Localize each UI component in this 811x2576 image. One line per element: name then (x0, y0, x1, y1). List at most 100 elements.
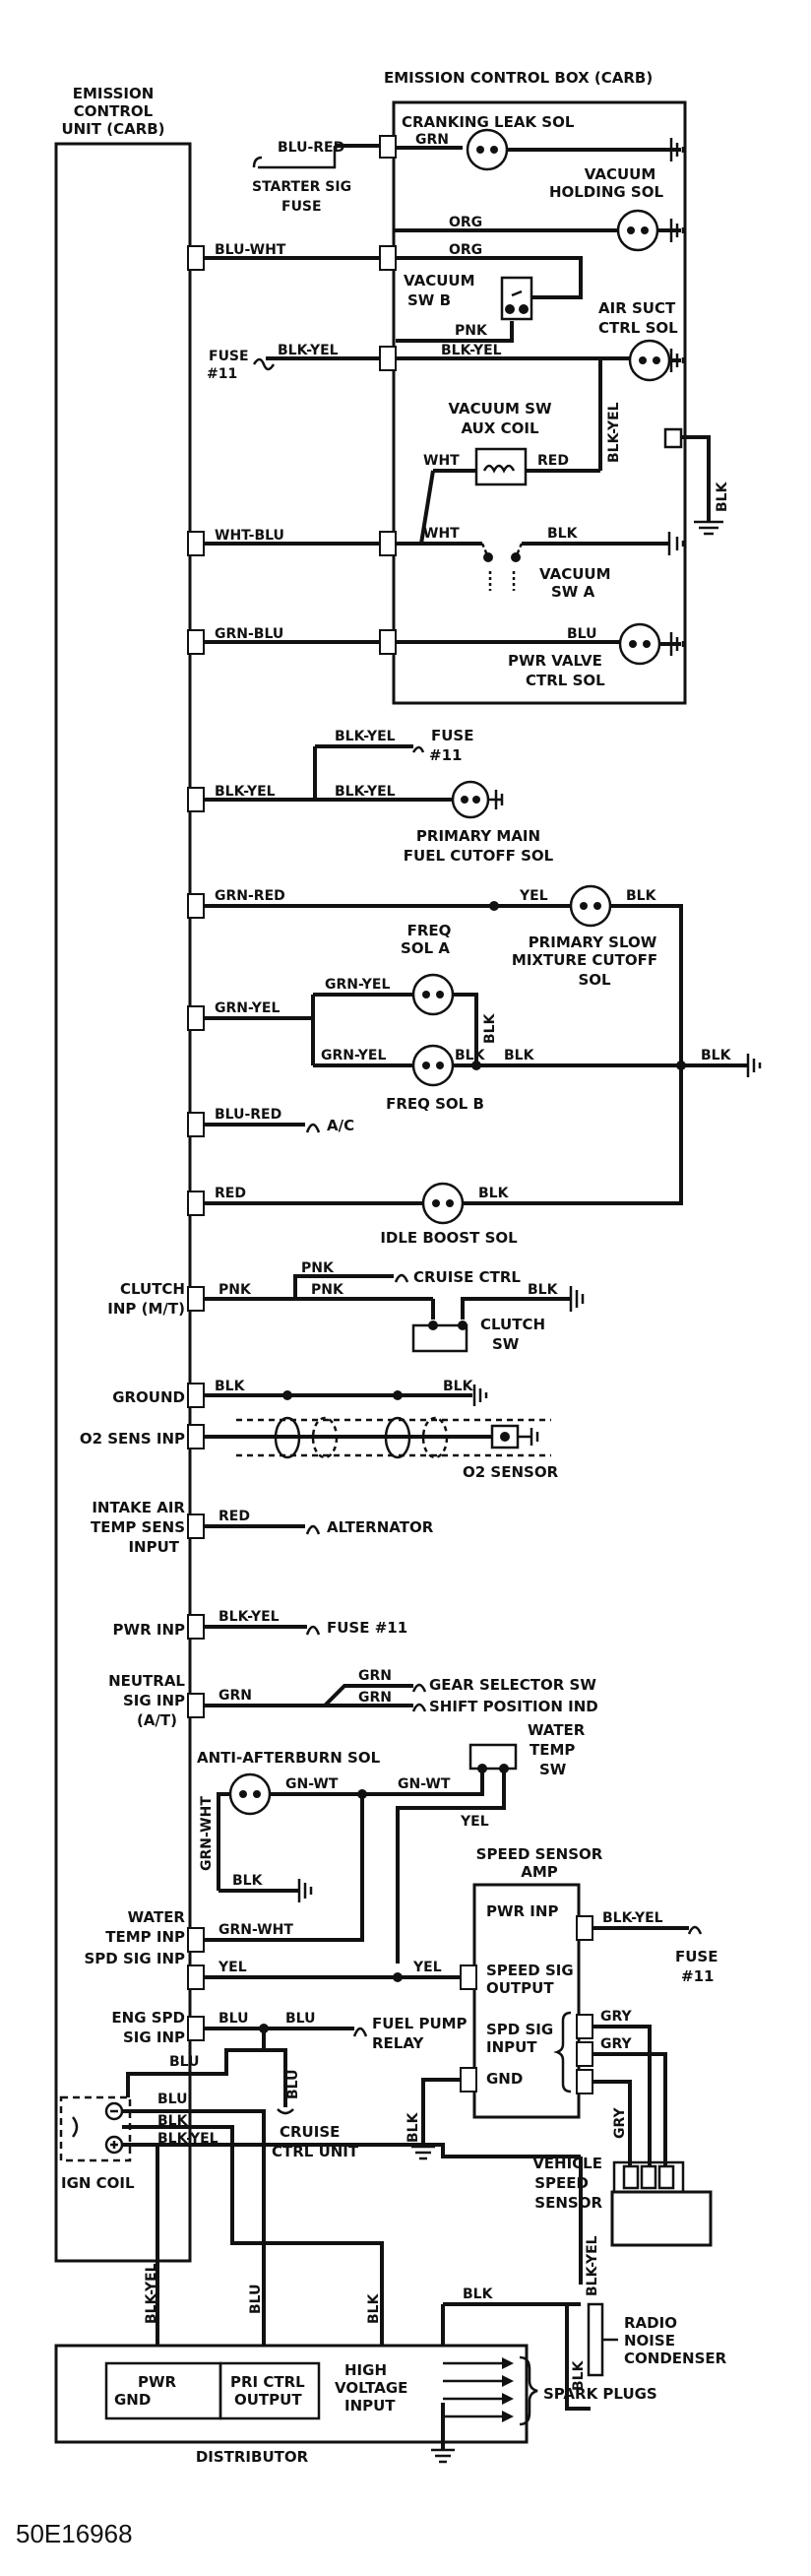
speed-amp-label-2: AMP (521, 1863, 558, 1881)
fuse11-b-label-1: FUSE (431, 727, 473, 744)
ecu-title-1: EMISSION (73, 85, 155, 102)
spd-sig-input-pins (576, 2014, 593, 2094)
wire-blk-fb-label: BLK (455, 1048, 486, 1063)
vacuum-sw-b (500, 276, 533, 321)
o2-pin-label: O2 SENS INP (80, 1430, 185, 1448)
ground-pin-label: GROUND (112, 1388, 185, 1406)
air-suct-label-2: CTRL SOL (598, 319, 678, 337)
pwr-pin-label: PWR INP (113, 1621, 185, 1639)
idle-boost-sol (421, 1182, 465, 1225)
water-pin-label-2: TEMP INP (105, 1928, 185, 1946)
wire-blk-amp-label: BLK (406, 2111, 421, 2143)
wire-blk-yel-amp-label: BLK-YEL (602, 1910, 663, 1926)
air-suct-sol (628, 339, 671, 382)
cruise-unit-label-2: CTRL UNIT (272, 2143, 359, 2160)
distributor-label: DISTRIBUTOR (196, 2448, 309, 2466)
vac-aux-label-2: AUX COIL (461, 419, 538, 437)
wire-blk-yel-r-label: BLK-YEL (585, 2235, 600, 2296)
vac-hold-sol (616, 209, 659, 252)
wire-wht-red-label: WHT (423, 453, 460, 469)
wire-grn-wht-label: GRN-WHT (218, 1922, 293, 1938)
fuel-pump-label-1: FUEL PUMP (372, 2015, 468, 2032)
spark-label: SPARK PLUGS (543, 2385, 657, 2403)
dist-hv-label-1: HIGH (344, 2361, 387, 2379)
clutch-switch (411, 1320, 468, 1353)
amp-spd-in-2: INPUT (486, 2038, 537, 2056)
dist-pwr-label-2: GND (114, 2391, 151, 2409)
eng-pin-label-2: SIG INP (123, 2029, 185, 2046)
vac-swa-label-2: SW A (551, 583, 595, 601)
wire-blk-fb2-label: BLK (504, 1048, 535, 1063)
primary-slow-sol (569, 884, 612, 928)
wire-blk-side-label: BLK (715, 481, 730, 512)
vacuum-sw-a (480, 543, 524, 591)
wire-pnk2-label: PNK (301, 1260, 335, 1276)
wire-gry2-label: GRY (600, 2036, 633, 2052)
primary-main-label-1: PRIMARY MAIN (416, 827, 540, 845)
wire-yel-amp-label: YEL (412, 1960, 442, 1975)
wire-blu-c1-label: BLU (169, 2054, 199, 2070)
speed-amp-label-1: SPEED SENSOR (476, 1845, 603, 1863)
fuse11-d-label-1: FUSE (675, 1948, 717, 1965)
vacuum-sw-aux-coil (474, 447, 528, 486)
wire-blk-yel-b-label: BLK-YEL (441, 343, 502, 358)
intake-pin-label-1: INTAKE AIR (92, 1499, 185, 1516)
dist-pwr-label-1: PWR (138, 2373, 177, 2391)
pwr-valve-sol (618, 622, 661, 666)
pwr-valve-label-1: PWR VALVE (508, 652, 602, 670)
primary-slow-label-3: SOL (578, 971, 611, 989)
spd-pin-label: SPD SIG INP (84, 1950, 185, 1967)
wire-red-idle-label: RED (215, 1186, 246, 1201)
spark-plug-arrows (443, 2355, 538, 2426)
vss-label-3: SENSOR (534, 2194, 602, 2212)
wire-blk-d2-label: BLK (463, 2286, 494, 2302)
wire-grn-yel-b-label: GRN-YEL (321, 1048, 386, 1063)
water-sw-label-2: TEMP (530, 1741, 575, 1759)
amp-spd-in-1: SPD SIG (486, 2021, 553, 2038)
fuse11-d-label-2: #11 (681, 1967, 714, 1985)
intake-pin-label-3: INPUT (128, 1538, 179, 1556)
freq-sol-b (411, 1044, 455, 1087)
wire-blk-vert-label: BLK (482, 1012, 498, 1044)
neutral-pin-label-1: NEUTRAL (108, 1672, 185, 1690)
neutral-pin-label-2: SIG INP (123, 1692, 185, 1709)
amp-pwr-label: PWR INP (486, 1902, 558, 1920)
wire-blk-vsa-label: BLK (547, 526, 579, 542)
water-sw-label-3: SW (539, 1761, 567, 1778)
wire-grn-wht-v-label: GRN-WHT (199, 1796, 215, 1871)
vss-label-1: VEHICLE (532, 2155, 602, 2172)
pwr-valve-label-2: CTRL SOL (526, 672, 605, 689)
wire-org1-label: ORG (449, 215, 482, 230)
ecu-title-3: UNIT (CARB) (61, 120, 164, 138)
wire-grn-blu-label: GRN-BLU (215, 626, 283, 642)
radio-label-2: NOISE (624, 2332, 675, 2350)
fuse11-c-label: FUSE #11 (327, 1619, 407, 1637)
wire-blk-d-label: BLK (366, 2292, 382, 2324)
wire-blk-yel-d-label: BLK-YEL (144, 2263, 159, 2324)
emission-control-box (392, 100, 687, 705)
wire-yel-spd-label: YEL (218, 1960, 247, 1975)
wire-blk-yel-f3-label: BLK-YEL (335, 784, 396, 800)
water-temp-sw (468, 1743, 518, 1773)
wire-blk-yel-vert-label: BLK-YEL (606, 402, 622, 463)
primary-main-sol (451, 780, 490, 819)
primary-main-label-2: FUEL CUTOFF SOL (404, 847, 554, 865)
dist-hv-label-3: INPUT (344, 2397, 396, 2415)
ign-coil-label: IGN COIL (61, 2174, 135, 2192)
wire-blu-red-label: BLU-RED (278, 140, 344, 156)
wire-blu-label: BLU (567, 626, 596, 642)
wire-red-alt-label: RED (218, 1509, 250, 1524)
starter-fuse-label-2: FUSE (281, 199, 322, 215)
